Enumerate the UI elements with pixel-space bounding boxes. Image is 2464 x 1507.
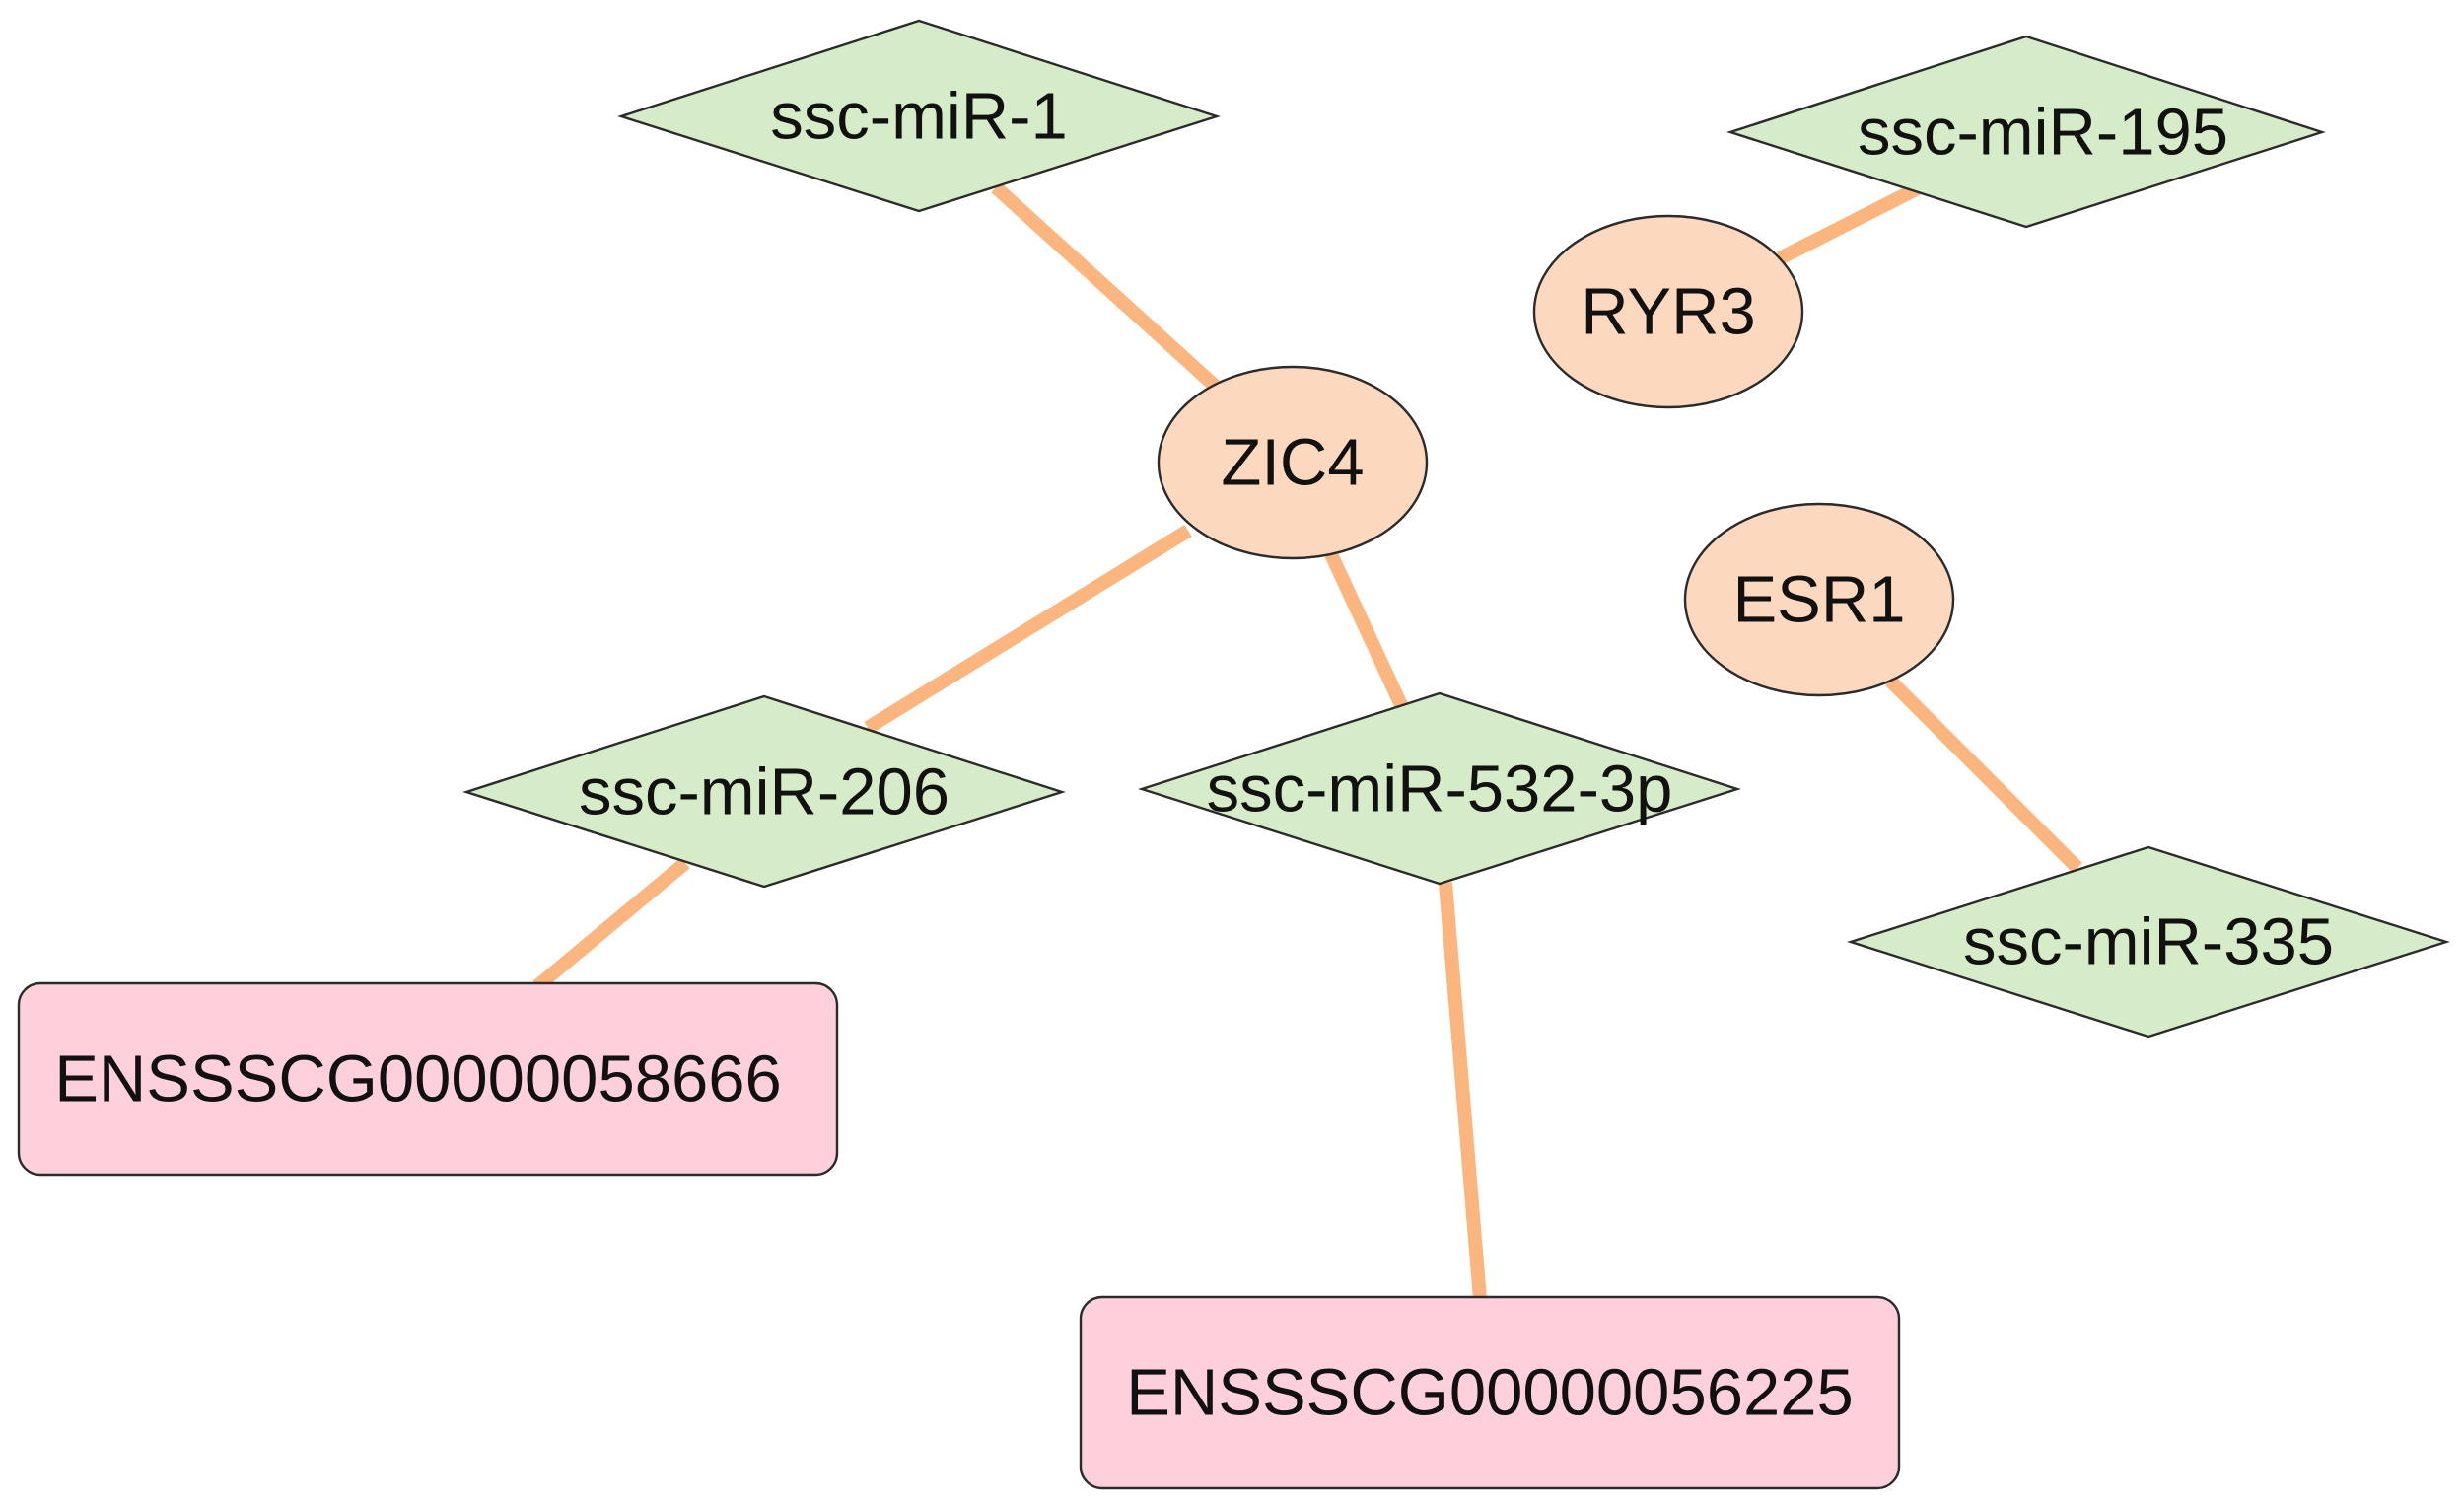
mirna-label: ssc-miR-1: [770, 80, 1067, 154]
diamond-shape: [617, 19, 1221, 213]
edge-ryr3-mir195: [1776, 181, 1922, 265]
diamond-shape: [1726, 35, 2326, 229]
edge-mir206-ens58666: [532, 857, 690, 992]
rounded-rect-shape: [17, 981, 839, 1177]
gene-node-ryr3[interactable]: RYR3: [1532, 214, 1804, 409]
node-layer: ssc-miR-1 ssc-miR-195 RYR3 ZIC4 ESR1 ssc…: [17, 19, 2450, 1490]
lncrna-label: ENSSSCG00000056225: [1126, 1356, 1854, 1430]
mirna-label: ssc-miR-335: [1963, 905, 2334, 979]
gene-label: RYR3: [1581, 275, 1756, 349]
rounded-rect-shape: [1079, 1295, 1901, 1490]
edge-zic4-mir206: [864, 525, 1192, 734]
mirna-label: ssc-miR-195: [1858, 96, 2228, 170]
mirna-node-ssc-mir-1[interactable]: ssc-miR-1: [617, 19, 1221, 213]
mirna-node-ssc-mir-195[interactable]: ssc-miR-195: [1726, 35, 2326, 229]
edge-mir1-zic4: [991, 181, 1221, 393]
ellipse-shape: [1532, 214, 1804, 409]
mirna-label: ssc-miR-532-3p: [1207, 753, 1673, 826]
gene-label: ZIC4: [1221, 426, 1364, 500]
edge-zic4-mir532: [1324, 551, 1409, 710]
edge-esr1-mir335: [1885, 676, 2082, 873]
gene-node-esr1[interactable]: ESR1: [1683, 502, 1955, 697]
ellipse-shape: [1683, 502, 1955, 697]
diamond-shape: [1847, 845, 2450, 1039]
gene-node-zic4[interactable]: ZIC4: [1157, 365, 1429, 560]
edge-layer: [532, 181, 2082, 1300]
diamond-shape: [462, 694, 1066, 889]
mirna-label: ssc-miR-206: [579, 755, 950, 829]
edge-mir532-ens56225: [1439, 882, 1487, 1300]
mirna-node-ssc-mir-206[interactable]: ssc-miR-206: [462, 694, 1066, 889]
lncrna-label: ENSSSCG00000058666: [54, 1042, 782, 1116]
ellipse-shape: [1157, 365, 1429, 560]
mirna-node-ssc-mir-532-3p[interactable]: ssc-miR-532-3p: [1138, 691, 1741, 886]
gene-label: ESR1: [1732, 563, 1905, 637]
lncrna-node-ensesscg00000058666[interactable]: ENSSSCG00000058666: [17, 981, 839, 1177]
lncrna-node-ensesscg00000056225[interactable]: ENSSSCG00000056225: [1079, 1295, 1901, 1490]
mirna-node-ssc-mir-335[interactable]: ssc-miR-335: [1847, 845, 2450, 1039]
diamond-shape: [1138, 691, 1741, 886]
